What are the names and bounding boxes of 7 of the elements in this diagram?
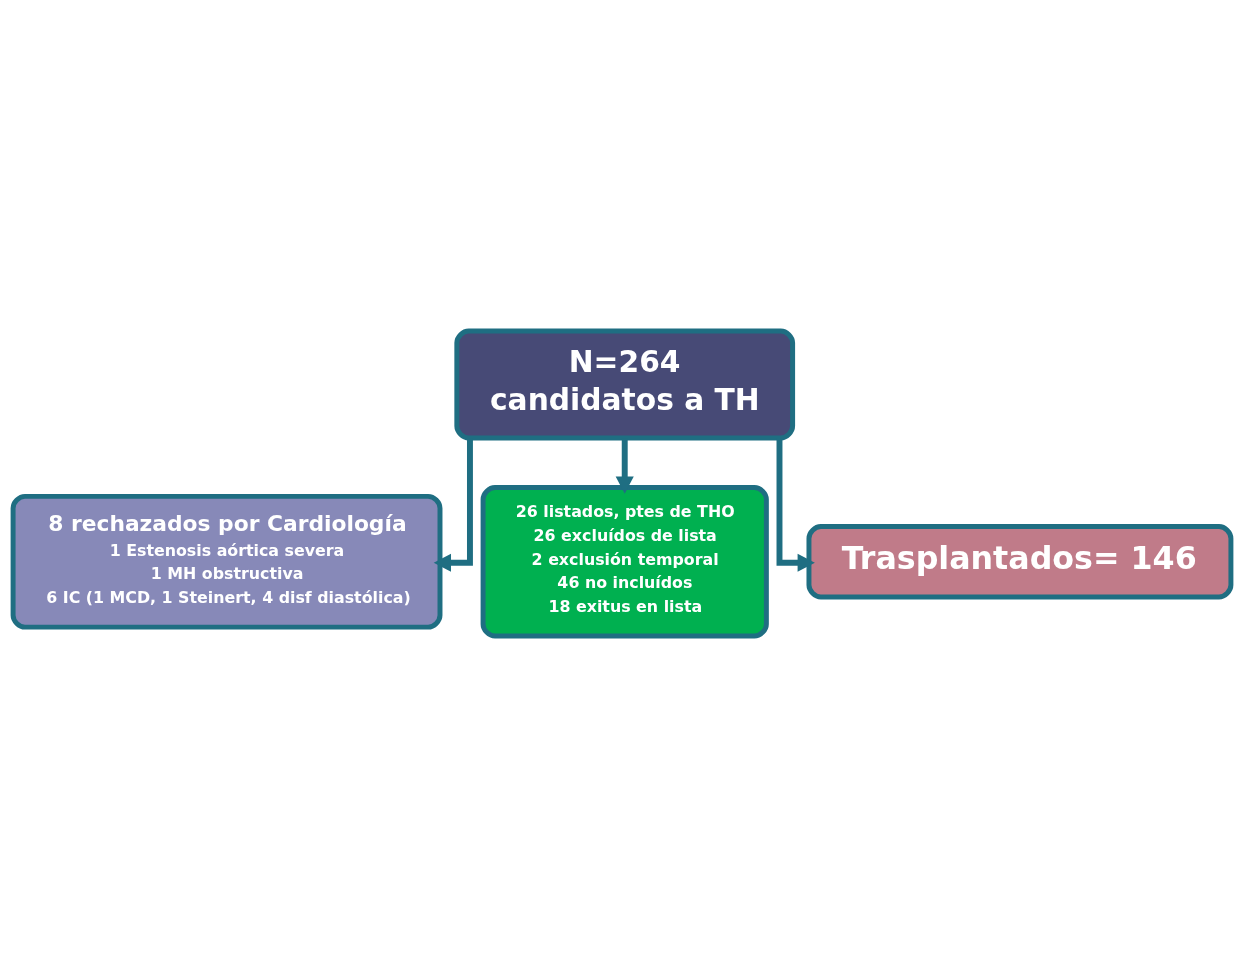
node-box: Trasplantados= 146 (806, 524, 1234, 600)
arrow (615, 438, 634, 494)
node-box: N=264 candidatos a TH (454, 328, 796, 441)
arrow (433, 437, 473, 572)
node-box: 8 rechazados por Cardiología 1 Estenosis aórtica severa 1 MH obstructiva 6 IC (1 MCD, 1 Steinert, 4 disf diastólica) (10, 493, 443, 630)
node-box: 26 listados, ptes de THO 26 excluídos de lista 2 exclusión temporal 46 no incluídos 18 exitus en lista (480, 485, 769, 639)
arrow (776, 437, 815, 572)
